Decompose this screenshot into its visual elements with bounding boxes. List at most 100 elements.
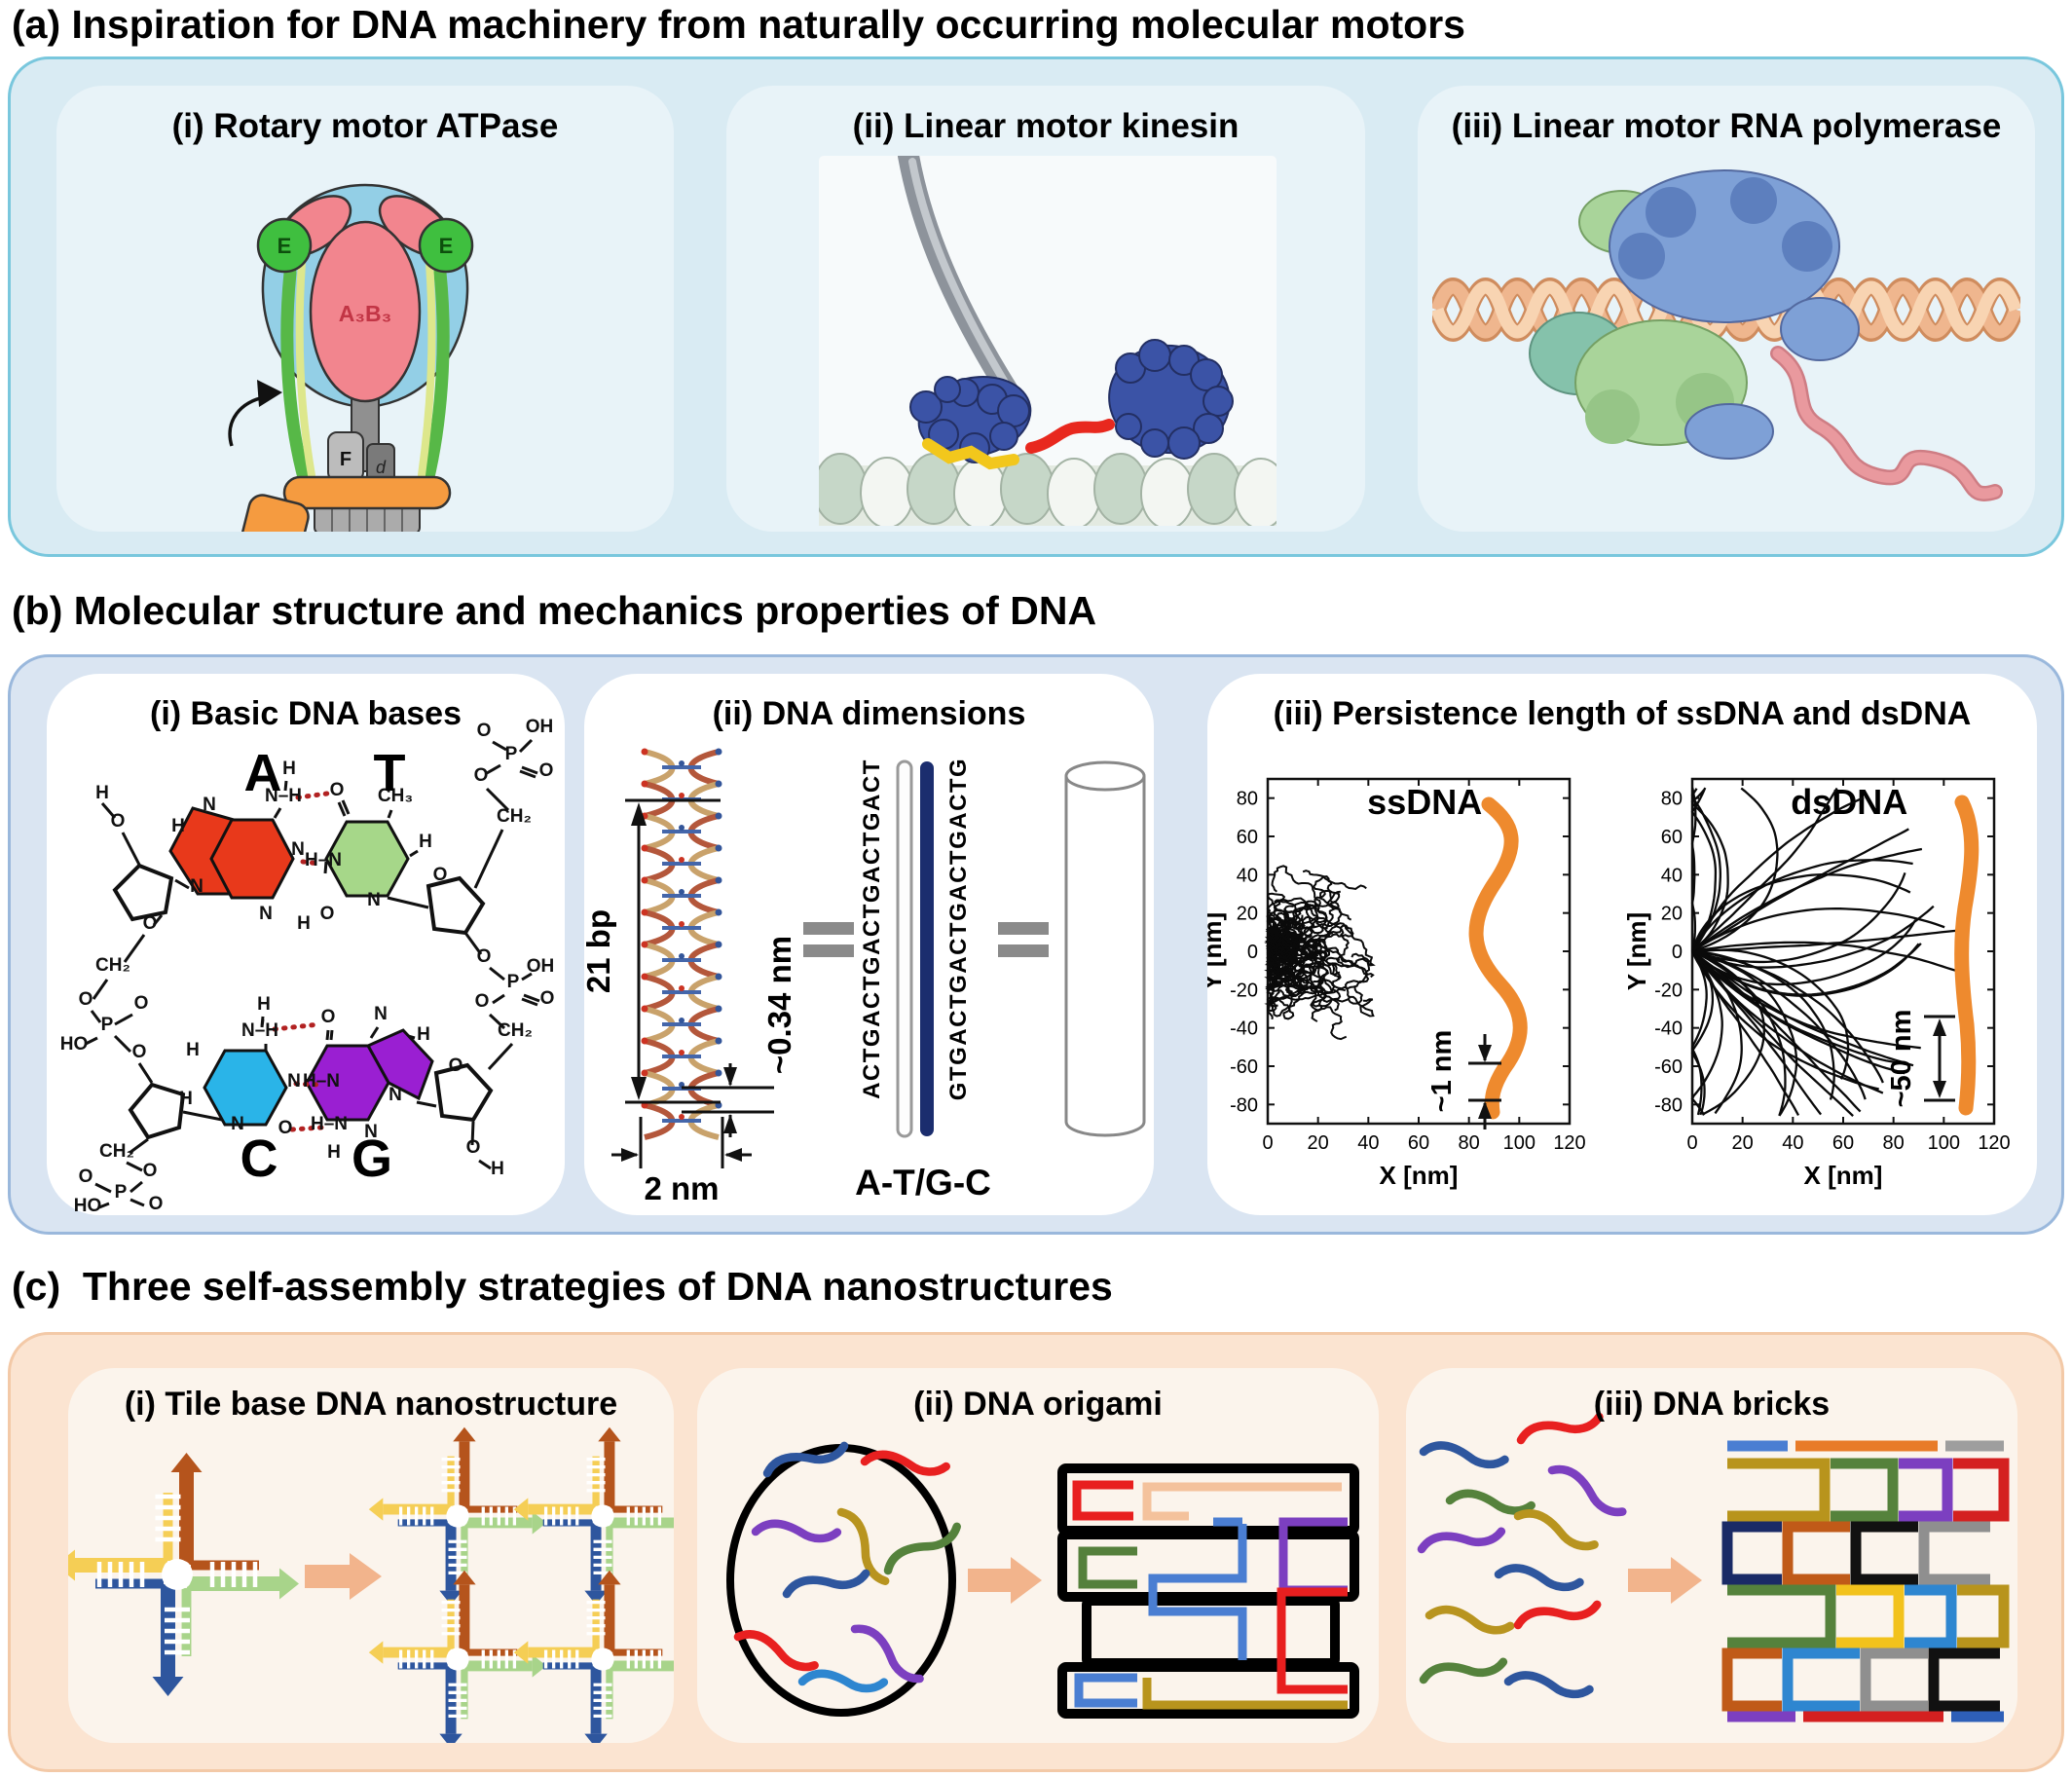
dna-conformation-trace [1691, 950, 1823, 1116]
y-tick-label: -20 [1230, 980, 1258, 1001]
y-tick-label: 80 [1237, 789, 1258, 810]
equals-icon [803, 922, 854, 957]
dna-tile [513, 1426, 674, 1606]
card-title-origami: (ii) DNA origami [913, 1386, 1163, 1423]
staple-strand [1419, 1441, 1509, 1469]
origami-staple [1276, 1587, 1348, 1694]
y-tick-label: -40 [1230, 1018, 1258, 1040]
x-tick-label: 0 [1262, 1132, 1273, 1154]
atom-label: O [79, 989, 93, 1010]
atom-label: P [507, 972, 520, 992]
atpase-f-label: F [340, 449, 352, 470]
rotation-arrow-icon [228, 380, 282, 447]
sugar-rings [112, 863, 494, 1140]
atom-label: O [132, 1042, 147, 1062]
staple-strand [1419, 1657, 1508, 1684]
atom-label: CH₂ [99, 1141, 134, 1162]
dna-brick [1957, 1584, 2010, 1648]
dna-conformation-trace [1690, 873, 1911, 952]
dna-conformation-trace [1691, 943, 1920, 997]
x-axis-label: X [nm] [1804, 1161, 1883, 1190]
tile-nanostructure-diagram [68, 1426, 674, 1743]
origami-staple [1074, 1673, 1137, 1708]
base-letter-label: A [244, 744, 282, 802]
x-tick-label: 20 [1308, 1132, 1329, 1154]
atom-label: N [190, 876, 204, 897]
staple-strand [1547, 1464, 1627, 1517]
atom-label: N [388, 1085, 402, 1105]
atom-label: O [111, 811, 126, 832]
atom-label: H [419, 832, 432, 852]
panel-a-card-atpase: (i) Rotary motor ATPase A₃B₃ E E F d [56, 86, 674, 532]
staple-strand [782, 1569, 870, 1599]
card-title-bricks: (iii) DNA bricks [1593, 1386, 1831, 1423]
dna-conformation-trace [1691, 949, 1765, 1116]
atom-label: N [287, 1071, 301, 1092]
atom-label: OH [527, 956, 555, 977]
bp-label: 21 bp [584, 909, 616, 993]
origami-scaffold [1057, 1463, 1359, 1719]
dna-tile [368, 1570, 547, 1743]
atom-label: CH₂ [95, 955, 130, 976]
dna-brick [1727, 1458, 1831, 1522]
x-tick-label: 120 [1978, 1132, 2010, 1154]
staple-strand [762, 1441, 849, 1478]
dna-tile [513, 1570, 674, 1743]
dna-conformation-trace [1690, 787, 1718, 952]
atom-label: H–N [303, 1071, 340, 1092]
series-label: ssDNA [1367, 782, 1482, 822]
dna-bricks-diagram [1417, 1412, 2010, 1722]
x-tick-label: 80 [1883, 1132, 1905, 1154]
panel-c-card-tiles: (i) Tile base DNA nanostructure [68, 1368, 674, 1743]
staple-strand [850, 1624, 924, 1684]
dna-brick [1782, 1521, 1850, 1585]
y-axis-label: Y [nm] [1207, 912, 1227, 990]
base-letter-label: C [240, 1129, 278, 1188]
atom-label: O [79, 1166, 93, 1187]
origami-staple [1078, 1546, 1137, 1589]
rna-transcript-strand [1770, 346, 2003, 501]
atom-label: H [417, 1024, 430, 1045]
right-arrow-icon [968, 1557, 1042, 1604]
staple-strand [797, 1669, 889, 1693]
dna-conformation-trace [1267, 890, 1341, 953]
polymerase-protein-blobs [1529, 169, 1860, 460]
dna-conformation-trace [1691, 949, 1835, 1100]
staple-strand [1516, 1412, 1604, 1445]
y-tick-label: -60 [1654, 1056, 1683, 1078]
dna-conformation-trace [1691, 949, 1787, 1117]
atom-label: O [278, 1118, 293, 1138]
equals-icon [998, 922, 1049, 957]
atom-label: H [297, 913, 311, 934]
atom-label: O [149, 1194, 164, 1214]
ssdna-persistence-label: ~1 nm [1426, 1030, 1458, 1113]
y-tick-label: 20 [1237, 904, 1258, 925]
y-axis-label: Y [nm] [1622, 912, 1651, 990]
dsdna-strand-illustration [1954, 795, 1980, 1116]
ssdna-bar-navy [920, 761, 934, 1136]
atom-label: H [171, 816, 185, 836]
y-tick-label: -80 [1230, 1094, 1258, 1116]
hydrogen-bond-dots [272, 791, 330, 1132]
atom-label: N–H [265, 786, 302, 806]
atom-label: O [143, 1161, 158, 1181]
dna-brick [1850, 1521, 1918, 1585]
dna-conformation-trace [1690, 950, 1879, 1091]
dna-brick [1860, 1647, 1928, 1712]
diameter-label: 2 nm [644, 1170, 719, 1206]
atom-label: N [374, 1004, 388, 1024]
atom-label: N [364, 1122, 378, 1142]
card-title-persistence: (iii) Persistence length of ssDNA and ds… [1273, 695, 1972, 732]
dna-brick [1918, 1521, 1990, 1585]
atom-label: O [433, 865, 448, 885]
y-tick-label: 40 [1237, 865, 1258, 886]
atpase-a3b3-label: A₃B₃ [339, 301, 392, 326]
dna-brick [1782, 1647, 1860, 1712]
y-tick-label: 80 [1661, 789, 1683, 810]
panel-b-card-persistence: (iii) Persistence length of ssDNA and ds… [1207, 674, 2037, 1215]
panel-a-card-rna-polymerase: (iii) Linear motor RNA polymerase [1418, 86, 2035, 532]
atom-label: O [539, 760, 554, 781]
